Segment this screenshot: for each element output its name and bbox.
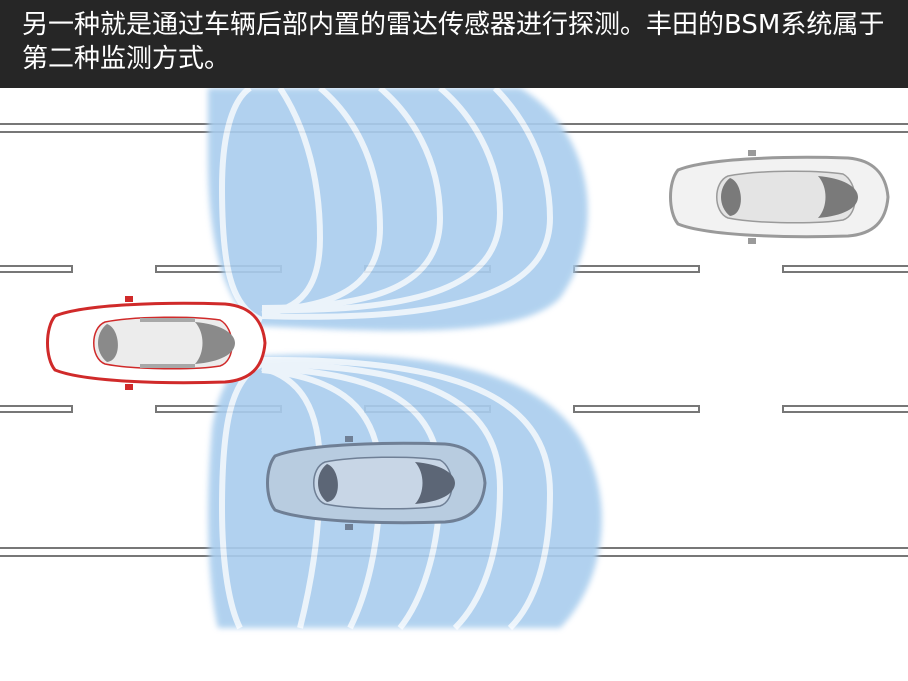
lane-dash — [0, 265, 73, 273]
red-car-icon — [46, 296, 267, 390]
grey-car-icon — [669, 150, 890, 244]
road-scene — [0, 88, 908, 631]
radar-wave-icon — [208, 88, 588, 331]
lane-dash — [573, 265, 700, 273]
lane-dash — [782, 265, 908, 273]
lane-dash — [0, 405, 73, 413]
lane-dash — [573, 405, 700, 413]
lane-dash — [782, 405, 908, 413]
radar-field-upper — [208, 88, 588, 331]
caption-bar: 另一种就是通过车辆后部内置的雷达传感器进行探测。丰田的BSM系统属于第二种监测方… — [0, 0, 908, 88]
blue-tinted-car-icon — [266, 436, 487, 530]
caption-text: 另一种就是通过车辆后部内置的雷达传感器进行探测。丰田的BSM系统属于第二种监测方… — [22, 10, 885, 74]
